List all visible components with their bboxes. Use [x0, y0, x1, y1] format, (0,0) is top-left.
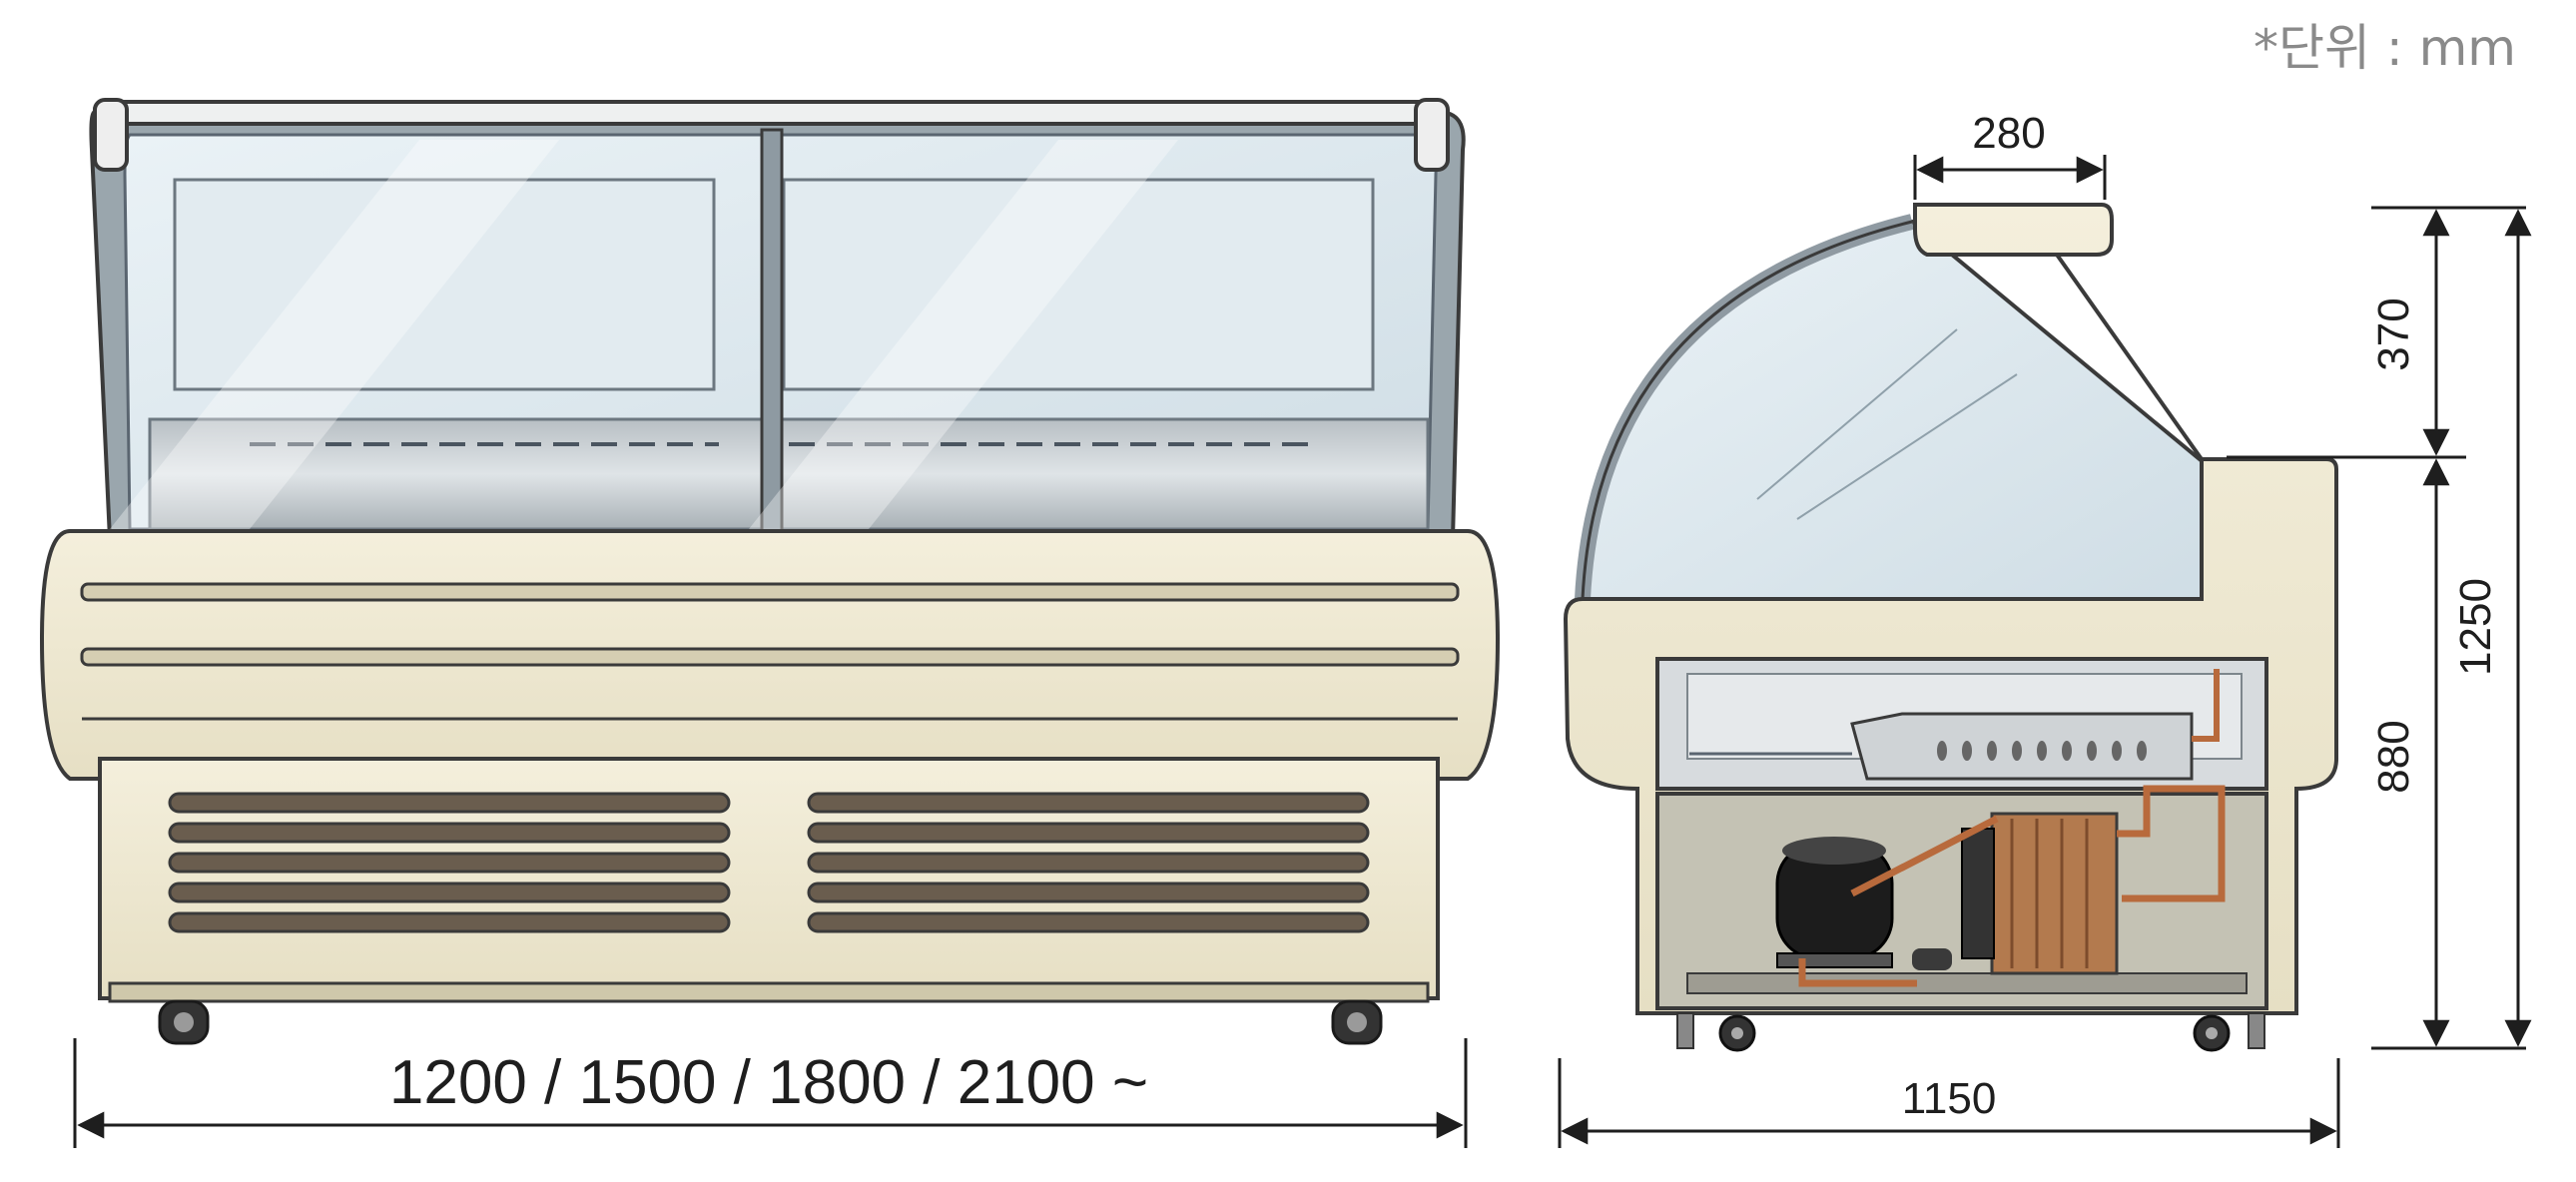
- compressor: [1775, 837, 1894, 968]
- front-glass-hood: [89, 98, 1466, 541]
- side-top-width-label: 280: [1972, 109, 2045, 158]
- front-vents: [168, 792, 1370, 933]
- side-total-height-label: 1250: [2451, 578, 2500, 676]
- side-casters: [1676, 1012, 2265, 1052]
- side-view: 280 1150 370 880 1250: [1558, 109, 2532, 1148]
- condenser: [1961, 812, 2119, 975]
- front-rail: [39, 529, 1501, 781]
- side-body-height-label: 880: [2369, 720, 2418, 793]
- side-depth-dimension: 1150: [1558, 1058, 2340, 1148]
- unit-note: *단위 : mm: [2253, 19, 2516, 77]
- side-height-dimensions: 370 880 1250: [2227, 206, 2532, 1050]
- side-interior: [1655, 657, 2268, 791]
- side-depth-label: 1150: [1902, 1074, 1997, 1123]
- front-casters: [158, 999, 1383, 1045]
- copper-piping: [1798, 785, 2226, 987]
- front-view: 1200 / 1500 / 1800 / 2100 ~: [39, 98, 1501, 1148]
- side-glass: [1575, 214, 2214, 601]
- front-width-dimension: 1200 / 1500 / 1800 / 2100 ~: [73, 1038, 1468, 1148]
- side-top-width-dimension: 280: [1913, 109, 2107, 200]
- front-width-label: 1200 / 1500 / 1800 / 2100 ~: [389, 1048, 1148, 1117]
- side-glass-height-label: 370: [2369, 297, 2418, 370]
